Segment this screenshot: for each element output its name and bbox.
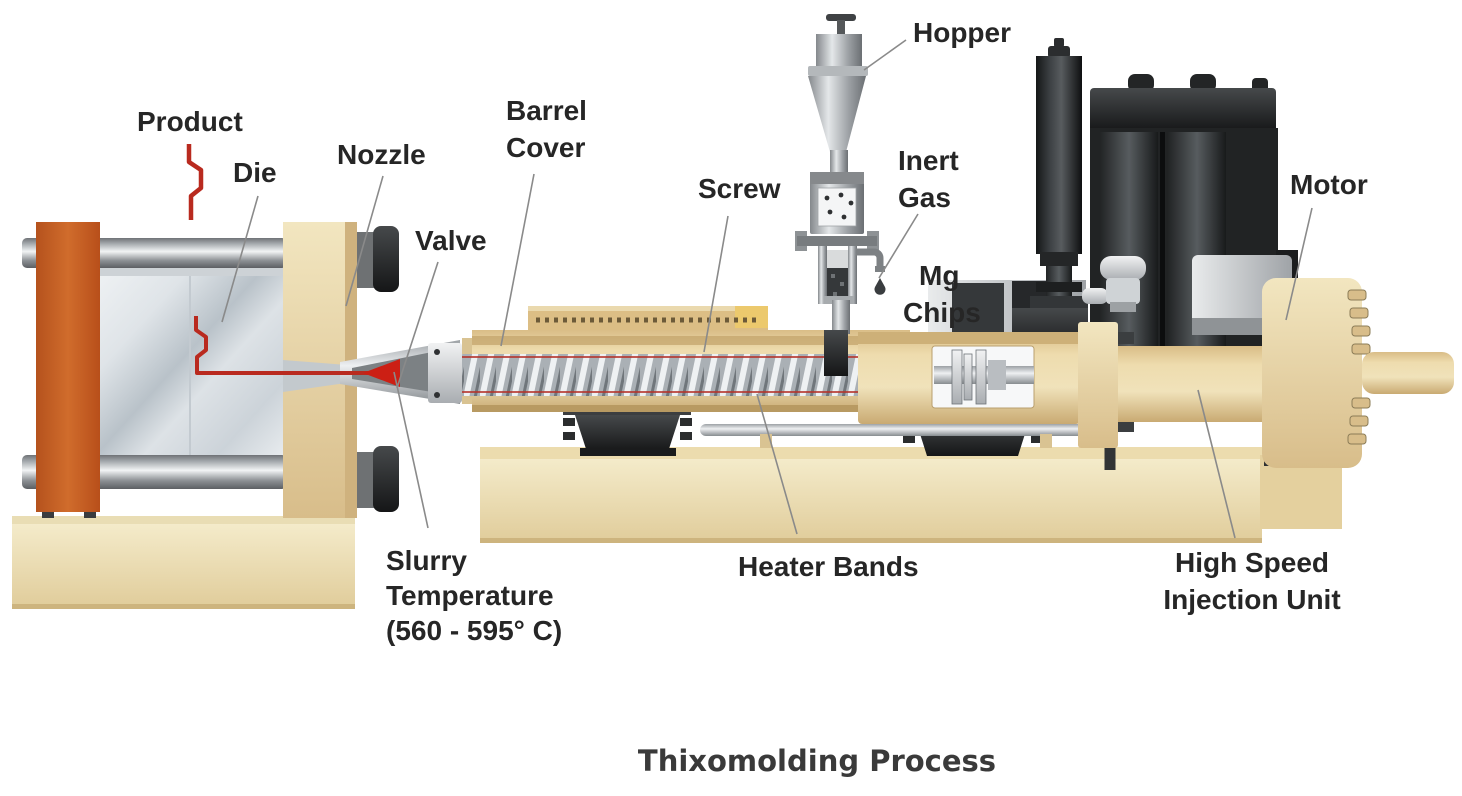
slurry-leader [393,371,429,529]
barrel-cover-leader [500,173,535,347]
hopper-cone [808,76,866,152]
label-motor: Motor [1290,169,1368,200]
injection-unit-leader [1197,389,1236,539]
hydraulic-valve-assembly [1082,256,1146,312]
label-heater-bands: Heater Bands [738,551,919,582]
valve-housing [428,343,462,403]
die-mold-unit [22,222,462,518]
label-slurry-1: Slurry [386,545,467,576]
label-screw: Screw [698,173,781,204]
heater-bands-leader [756,393,798,535]
screw [436,354,906,396]
screw-leader [703,215,729,353]
melt-path [194,316,400,387]
high-speed-injection-unit [858,322,1266,448]
barrel-cover [528,306,768,334]
drive-gear-housing [1262,278,1454,468]
feed-throat [824,330,848,376]
label-barrel-cover-2: Cover [506,132,585,163]
barrel-pedestal-front [563,405,692,456]
hopper-leader [863,39,907,71]
label-die: Die [233,157,277,188]
label-inert-gas-2: Gas [898,182,951,213]
label-slurry-3: (560 - 595° C) [386,615,562,646]
inert-gas-spout [856,248,886,295]
molded-product-in-die [194,316,378,375]
tie-bar-nut-top [357,226,399,292]
leader-lines [221,39,1313,539]
moving-platen-orange [36,222,100,518]
label-inert-gas-1: Inert [898,145,959,176]
label-mg-chips-2: Chips [903,297,981,328]
label-hsiu-2: Injection Unit [1163,584,1340,615]
feeder-block [810,172,864,234]
hopper-handle [826,14,856,21]
diagram-caption: Thixomolding Process [638,744,996,778]
machine-base [480,447,1342,543]
label-hopper: Hopper [913,17,1011,48]
label-hsiu-1: High Speed [1175,547,1329,578]
melt-arrow [363,359,400,387]
labels: Product Die Nozzle Barrel Cover Valve Sc… [137,17,1368,778]
mold-block [100,266,285,471]
gas-droplet [874,278,886,295]
tie-bar-nut-bottom [357,446,399,512]
motor-leader [1285,207,1313,321]
label-nozzle: Nozzle [337,139,426,170]
feed-frame [795,231,879,304]
clamp-unit-base [12,516,355,609]
label-barrel-cover-1: Barrel [506,95,587,126]
inert-gas-leader [878,213,919,279]
label-slurry-2: Temperature [386,580,554,611]
product-symbol [186,144,204,220]
valve-leader [396,261,439,389]
label-mg-chips-1: Mg [919,260,959,291]
output-shaft [1362,352,1454,394]
label-valve: Valve [415,225,487,256]
hopper-assembly [795,14,886,376]
label-product: Product [137,106,243,137]
die-leader [221,195,259,323]
nozzle-leader [345,175,384,307]
